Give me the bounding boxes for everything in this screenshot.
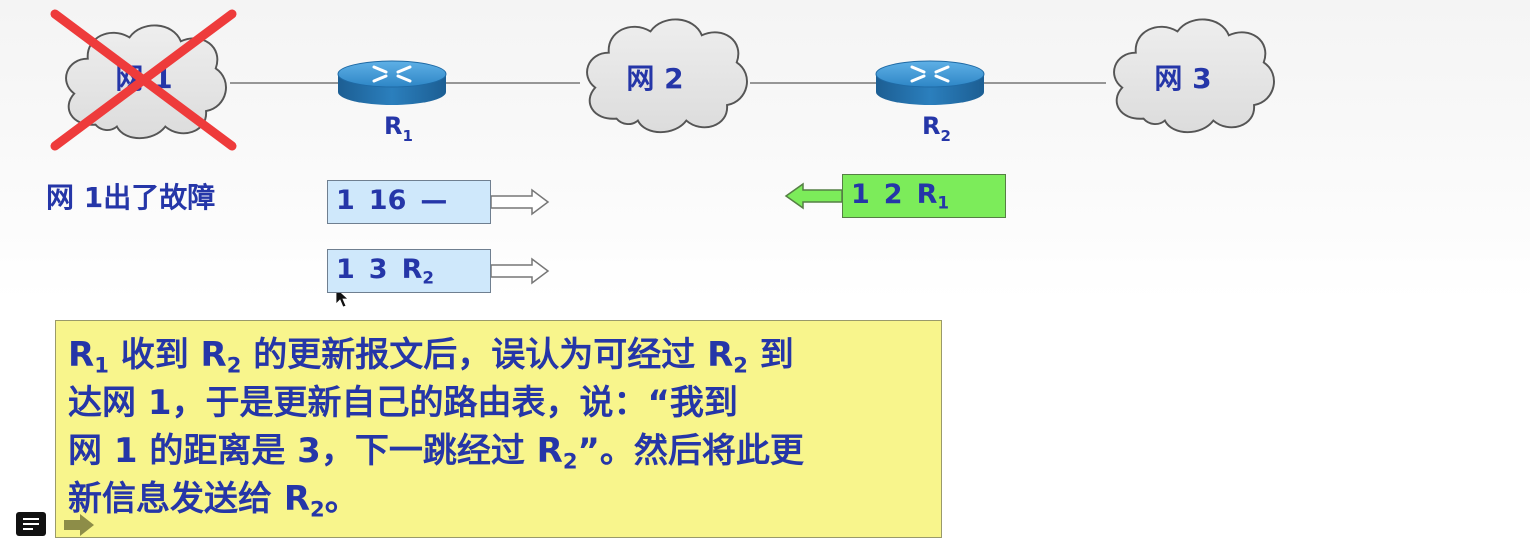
arrow-right-icon: [490, 188, 550, 216]
network-3-label: 网 3: [1154, 62, 1211, 95]
arrow-right-icon: [490, 257, 550, 285]
route-dest: 1: [851, 179, 870, 210]
route-next-hop: R1: [916, 179, 950, 213]
route-distance: 2: [883, 179, 903, 210]
router-icon: [874, 59, 986, 107]
router-r2: R2: [874, 59, 986, 145]
cross-icon: [50, 9, 237, 151]
route-distance: 16: [368, 185, 407, 216]
callout-line-4: 新信息发送给 R2。: [68, 479, 359, 522]
route-dest: 1: [336, 254, 355, 285]
callout-line-1: R1 收到 R2 的更新报文后，误认为可经过 R2 到: [68, 335, 794, 378]
callout-line-2: 达网 1，于是更新自己的路由表，说：“我到: [68, 383, 738, 423]
network-2-label: 网 2: [626, 62, 683, 95]
route-next-hop: —: [420, 185, 448, 216]
arrow-left-icon: [784, 182, 843, 210]
next-slide-icon[interactable]: [64, 514, 94, 536]
explanation-callout: R1 收到 R2 的更新报文后，误认为可经过 R2 到 达网 1，于是更新自己的…: [55, 320, 942, 538]
fault-caption: 网 1出了故障: [46, 181, 216, 214]
router-r1: R1: [336, 59, 448, 145]
route-distance: 3: [368, 254, 388, 285]
callout-line-3: 网 1 的距离是 3，下一跳经过 R2”。然后将此更: [68, 431, 804, 474]
router-r2-label: R2: [922, 112, 951, 145]
router-icon: [336, 59, 448, 107]
route-next-hop: R2: [401, 254, 435, 288]
route-entry-r1-old: 1 16 —: [327, 180, 491, 224]
route-dest: 1: [336, 185, 355, 216]
router-r1-label: R1: [384, 112, 413, 145]
network-2-cloud: 网 2: [586, 18, 748, 134]
network-3-cloud: 网 3: [1113, 18, 1275, 134]
notes-icon[interactable]: [16, 512, 46, 536]
network-diagram: 网 1 R1 网 2 R2 网 3: [50, 9, 1275, 308]
